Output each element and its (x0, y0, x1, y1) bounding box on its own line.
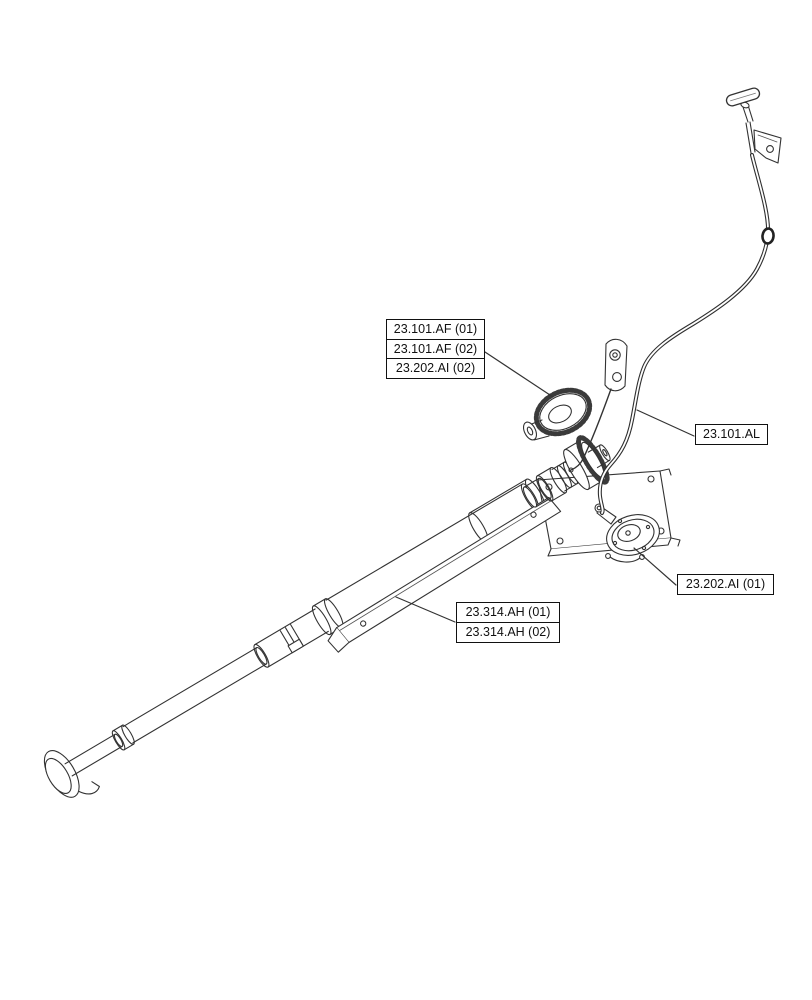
callout-group-shaft: 23.314.AH (01) 23.314.AH (02) (456, 602, 560, 643)
callout-23-101-af-01[interactable]: 23.101.AF (01) (386, 319, 485, 340)
ring-gear (563, 435, 611, 491)
callout-23-202-ai-01[interactable]: 23.202.AI (01) (677, 574, 774, 595)
callout-23-101-al[interactable]: 23.101.AL (695, 424, 768, 445)
output-flange (594, 503, 660, 563)
leader-line-cable (636, 409, 695, 437)
shift-lever (725, 87, 782, 164)
callout-group-cable: 23.101.AL (695, 424, 768, 445)
leader-line-flange (633, 547, 677, 586)
cable-bracket (604, 338, 628, 392)
control-cable (597, 153, 775, 515)
bevel-gear (522, 387, 593, 441)
linkage-rod (568, 388, 612, 473)
callout-23-101-af-02[interactable]: 23.101.AF (02) (386, 338, 485, 360)
leader-line-shaft (395, 596, 456, 623)
leader-lines (395, 351, 695, 623)
callout-23-202-ai-02[interactable]: 23.202.AI (02) (386, 358, 485, 379)
callout-group-gear: 23.101.AF (01) 23.101.AF (02) 23.202.AI … (386, 319, 485, 379)
callout-group-flange: 23.202.AI (01) (677, 574, 774, 595)
leader-line-gear-group (484, 351, 554, 398)
callout-23-314-ah-01[interactable]: 23.314.AH (01) (456, 602, 560, 623)
driveshaft (43, 435, 611, 798)
callout-23-314-ah-02[interactable]: 23.314.AH (02) (456, 621, 560, 643)
